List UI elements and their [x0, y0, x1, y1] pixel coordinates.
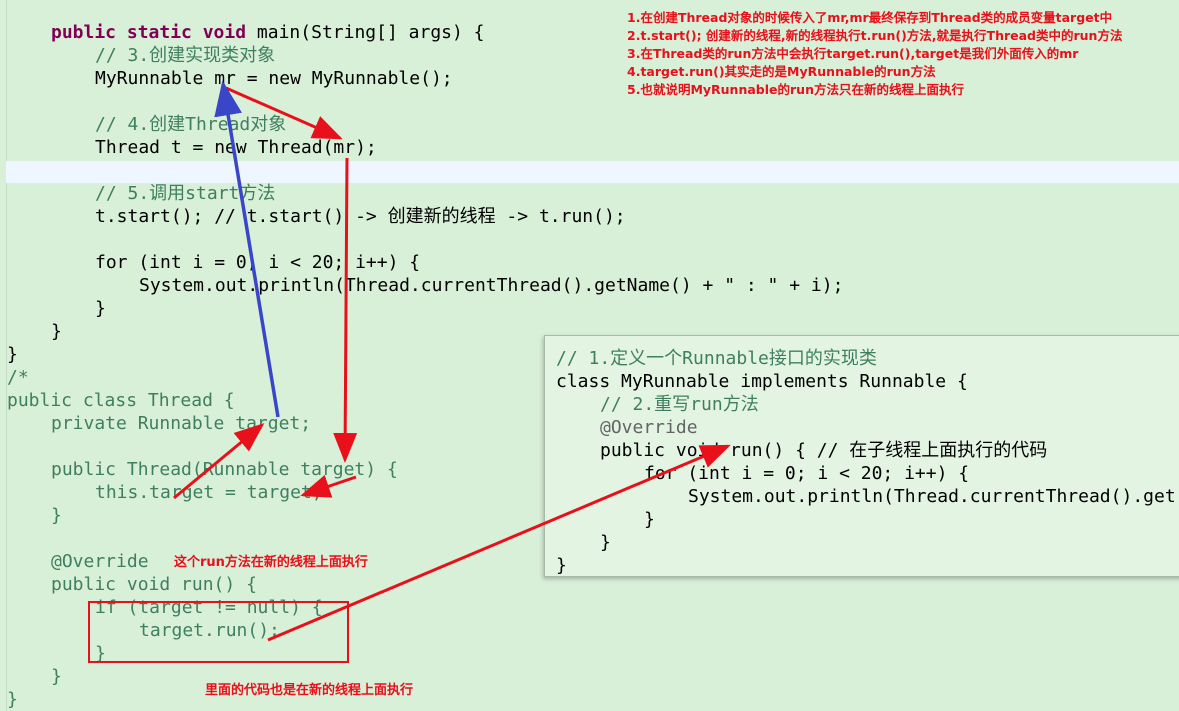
- popup-comment-step1: // 1.定义一个Runnable接口的实现类: [556, 348, 877, 369]
- class-close-brace: }: [7, 344, 18, 365]
- thread-constructor: public Thread(Runnable target) {: [51, 459, 398, 480]
- thread-ctor-close: }: [51, 505, 62, 526]
- label-run-new-thread: 这个run方法在新的线程上面执行: [174, 555, 368, 570]
- popup-run-signature: public void run() { // 在子线程上面执行的代码: [600, 440, 1048, 461]
- main-close-brace: }: [51, 321, 62, 342]
- create-thread-line: Thread t = new Thread(mr);: [95, 137, 377, 158]
- comment-step4: // 4.创建Thread对象: [95, 114, 287, 135]
- comment-step3: // 3.创建实现类对象: [95, 45, 276, 66]
- start-call-line: t.start(); // t.start() -> 创建新的线程 -> t.r…: [95, 206, 626, 227]
- comment-step5: // 5.调用start方法: [95, 183, 276, 204]
- note-5: 5.也就说明MyRunnable的run方法只在新的线程上面执行: [627, 82, 964, 97]
- create-runnable-line: MyRunnable mr = new MyRunnable();: [95, 68, 453, 89]
- popup-for-line: for (int i = 0; i < 20; i++) {: [644, 463, 970, 484]
- thread-override: @Override: [51, 551, 149, 572]
- note-4: 4.target.run()其实走的是MyRunnable的run方法: [627, 64, 936, 79]
- for-close-brace: }: [95, 298, 106, 319]
- println-line: System.out.println(Thread.currentThread(…: [139, 275, 844, 296]
- thread-target-field: private Runnable target;: [51, 413, 312, 434]
- note-1: 1.在创建Thread对象的时候传入了mr,mr最终保存到Thread类的成员变…: [627, 10, 1113, 25]
- for-loop-line: for (int i = 0; i < 20; i++) {: [95, 252, 421, 273]
- thread-run-signature: public void run() {: [51, 574, 257, 595]
- thread-class-decl: public class Thread {: [7, 390, 235, 411]
- thread-if-close: }: [95, 643, 106, 664]
- annotation-notes: 1.在创建Thread对象的时候传入了mr,mr最终保存到Thread类的成员变…: [627, 9, 1122, 99]
- popup-comment-step2: // 2.重写run方法: [600, 394, 759, 415]
- note-2: 2.t.start(); 创建新的线程,新的线程执行t.run()方法,就是执行…: [627, 28, 1123, 43]
- popup-override: @Override: [600, 417, 698, 438]
- popup-run-close: }: [600, 532, 611, 553]
- thread-run-close: }: [51, 666, 62, 687]
- block-comment-open: /*: [7, 367, 29, 388]
- note-3: 3.在Thread类的run方法中会执行target.run(),target是…: [627, 46, 1079, 61]
- current-line-highlight: [6, 161, 1179, 183]
- thread-target-run-call: target.run();: [139, 620, 280, 641]
- popup-for-close: }: [644, 509, 655, 530]
- if-block-highlight-box: [88, 601, 349, 663]
- popup-class-decl: class MyRunnable implements Runnable {: [556, 371, 968, 392]
- popup-println: System.out.println(Thread.currentThread(…: [688, 486, 1176, 507]
- label-inner-code: 里面的代码也是在新的线程上面执行: [205, 683, 414, 698]
- myrunnable-popup: // 1.定义一个Runnable接口的实现类 class MyRunnable…: [544, 335, 1179, 577]
- main-signature-text: main(String[] args) {: [256, 22, 485, 43]
- thread-class-close: }: [7, 689, 18, 710]
- editor-gutter: [6, 0, 7, 711]
- popup-class-close: }: [556, 555, 567, 576]
- thread-assign-target: this.target = target;: [95, 482, 323, 503]
- main-signature: public static void main(String[] args) {: [51, 22, 485, 43]
